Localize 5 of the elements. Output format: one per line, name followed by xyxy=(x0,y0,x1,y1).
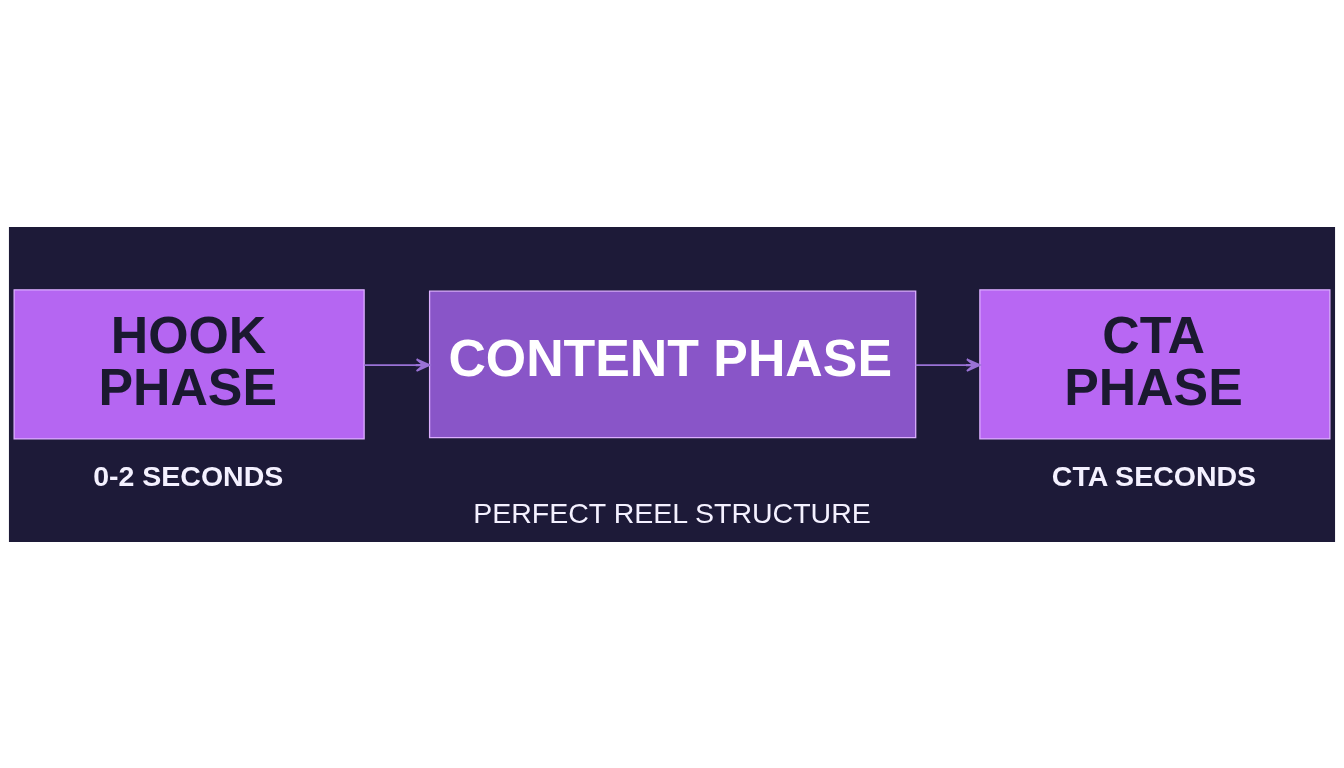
arrow xyxy=(363,357,431,372)
node-label: 0-2 SECONDS xyxy=(93,459,284,492)
node-label: CTA SECONDS xyxy=(1051,459,1257,492)
caption: PERFECT REEL STRUCTURE xyxy=(473,496,871,529)
arrow xyxy=(914,357,981,372)
